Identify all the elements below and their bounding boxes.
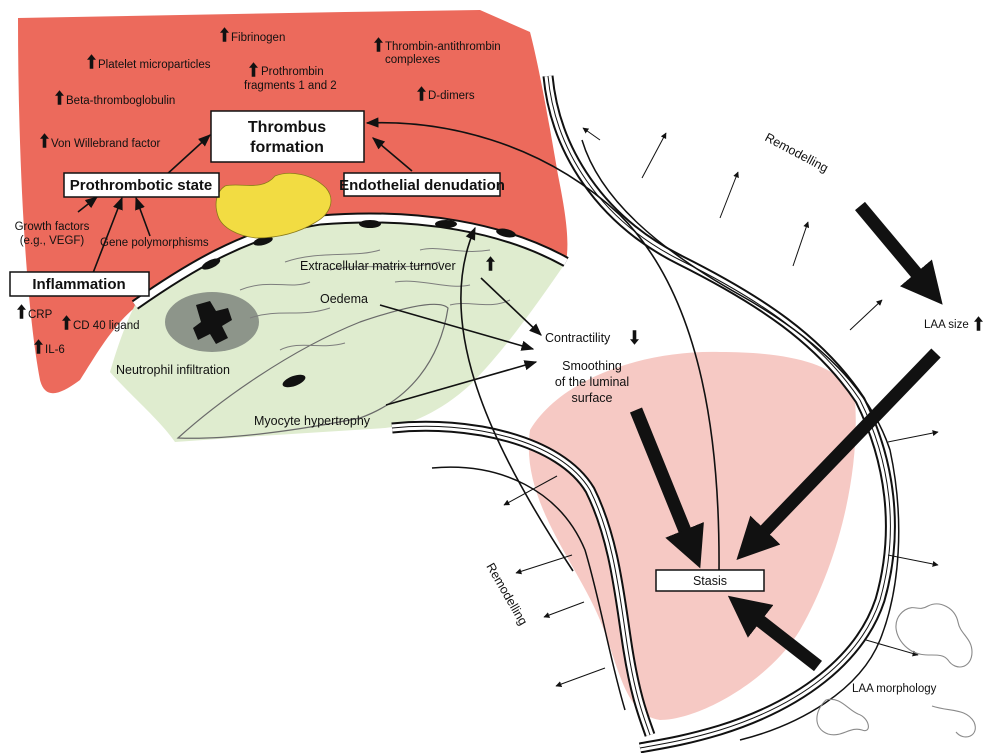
- svg-text:of the luminal: of the luminal: [555, 375, 629, 389]
- thrombus-formation-line2: formation: [250, 139, 324, 156]
- up-arrow-icon: [974, 316, 983, 330]
- neutrophil-cell: [165, 292, 259, 352]
- svg-text:Von Willebrand factor: Von Willebrand factor: [51, 138, 160, 150]
- svg-text:Extracellular matrix turnover: Extracellular matrix turnover: [300, 259, 456, 273]
- endothelial-denudation-label: Endothelial denudation: [339, 177, 505, 194]
- prothrombotic-state-label: Prothrombotic state: [70, 177, 213, 194]
- svg-text:Beta-thromboglobulin: Beta-thromboglobulin: [66, 95, 175, 107]
- svg-text:D-dimers: D-dimers: [428, 90, 475, 102]
- svg-text:complexes: complexes: [385, 54, 440, 66]
- svg-text:CRP: CRP: [28, 309, 53, 321]
- laa-morphology-shapes: [817, 604, 975, 737]
- stasis-label: Stasis: [693, 574, 727, 588]
- inflammation-box: Inflammation: [10, 272, 149, 296]
- contractility-label: Contractility: [545, 330, 639, 345]
- oedema-label: Oedema: [320, 292, 368, 306]
- endothelial-denudation-box: Endothelial denudation: [339, 173, 505, 196]
- thrombus-formation-box: Thrombus formation: [211, 111, 364, 162]
- svg-text:Prothrombin: Prothrombin: [261, 66, 324, 78]
- inflammation-label: Inflammation: [32, 276, 125, 293]
- myocyte-hypertrophy-label: Myocyte hypertrophy: [254, 414, 371, 428]
- gene-polymorphisms-label: Gene polymorphisms: [100, 237, 209, 249]
- laa-morphology-label: LAA morphology: [852, 683, 937, 695]
- thrombus-formation-line1: Thrombus: [248, 119, 326, 136]
- svg-text:Thrombin-antithrombin: Thrombin-antithrombin: [385, 41, 501, 53]
- svg-text:Contractility: Contractility: [545, 331, 611, 345]
- down-arrow-icon: [630, 330, 639, 344]
- svg-text:LAA size: LAA size: [924, 319, 969, 331]
- svg-text:Platelet microparticles: Platelet microparticles: [98, 59, 211, 71]
- svg-text:IL-6: IL-6: [45, 344, 65, 356]
- up-arrow-icon: [17, 304, 26, 318]
- svg-text:fragments 1 and 2: fragments 1 and 2: [244, 80, 337, 92]
- svg-text:(e.g., VEGF): (e.g., VEGF): [20, 235, 85, 247]
- neutrophil-infiltration-label: Neutrophil infiltration: [116, 363, 230, 377]
- svg-text:Smoothing: Smoothing: [562, 359, 622, 373]
- svg-text:Fibrinogen: Fibrinogen: [231, 32, 285, 44]
- laa-size-label: LAA size: [924, 316, 983, 331]
- prothrombotic-state-box: Prothrombotic state: [64, 173, 219, 197]
- svg-text:surface: surface: [572, 391, 613, 405]
- svg-text:Growth factors: Growth factors: [15, 221, 90, 233]
- stasis-box: Stasis: [656, 570, 764, 591]
- remodelling-label-top: Remodelling: [763, 130, 831, 175]
- svg-text:CD 40 ligand: CD 40 ligand: [73, 320, 139, 332]
